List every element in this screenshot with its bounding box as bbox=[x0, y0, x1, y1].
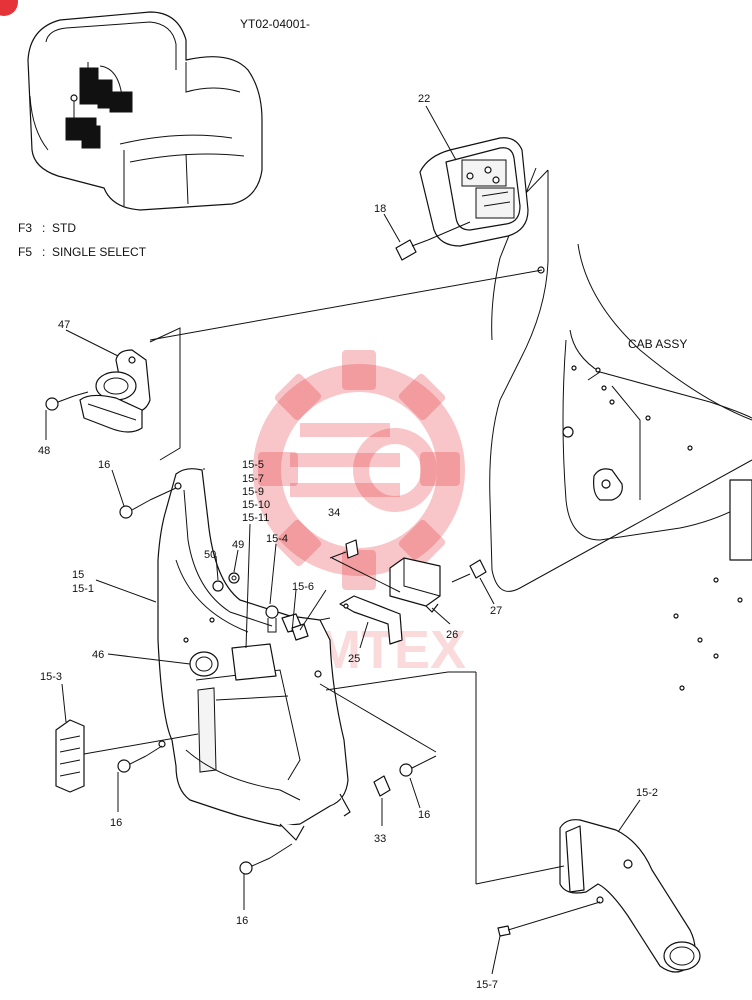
callout-label: 25 bbox=[348, 653, 360, 665]
callout-label: 16 bbox=[418, 809, 430, 821]
inset-cab-overview bbox=[27, 11, 263, 211]
callout-label: 46 bbox=[92, 649, 104, 661]
callout-label: 16 bbox=[110, 817, 122, 829]
clip-part bbox=[373, 775, 391, 797]
callout-label: 50 bbox=[204, 549, 216, 561]
svg-text::: : bbox=[42, 221, 45, 235]
callout-label: 16 bbox=[236, 915, 248, 927]
callout-label: 15-5 bbox=[242, 459, 264, 471]
note-key: F3 bbox=[18, 221, 32, 235]
screw-part bbox=[45, 395, 75, 411]
callout-label: 49 bbox=[232, 539, 244, 551]
note-text: SINGLE SELECT bbox=[52, 245, 147, 259]
svg-text::: : bbox=[42, 245, 45, 259]
bolt-part bbox=[329, 539, 359, 559]
screw-part bbox=[395, 239, 429, 261]
callout-label: 15-9 bbox=[242, 486, 264, 498]
callout-label: 15-11 bbox=[242, 512, 269, 524]
vent-grille-part bbox=[55, 719, 85, 793]
note-key: F5 bbox=[18, 245, 32, 259]
screw-part bbox=[497, 901, 601, 937]
callout-label: 34 bbox=[328, 507, 340, 519]
note-text: STD bbox=[52, 221, 76, 235]
callout-label: 15-4 bbox=[266, 533, 288, 545]
callout-label: 16 bbox=[98, 459, 110, 471]
callout-label: 15-6 bbox=[292, 581, 314, 593]
callout-label: 27 bbox=[490, 605, 502, 617]
screw-part bbox=[117, 755, 147, 773]
side-panel-part bbox=[157, 468, 351, 841]
cab-assy-label: CAB ASSY bbox=[628, 337, 687, 351]
callout-label: 22 bbox=[418, 93, 430, 105]
callout-label: 47 bbox=[58, 319, 70, 331]
cab-assy-wall bbox=[489, 167, 752, 691]
notes-block: F3 : STD F5 : SINGLE SELECT bbox=[18, 221, 147, 259]
callout-label: 26 bbox=[446, 629, 458, 641]
corner-badge-icon bbox=[0, 0, 18, 16]
bolt-part bbox=[451, 559, 487, 583]
callout-label: 15-7 bbox=[242, 473, 264, 485]
bracket-part bbox=[339, 595, 403, 645]
diagram-code: YT02-04001- bbox=[240, 17, 310, 31]
callout-label: 18 bbox=[374, 203, 386, 215]
cup-holder-part bbox=[79, 327, 181, 461]
callout-label: 15-3 bbox=[40, 671, 62, 683]
callout-label: 15-2 bbox=[636, 787, 658, 799]
screw-part bbox=[399, 755, 437, 777]
callout-label: 48 bbox=[38, 445, 50, 457]
watermark-gear-icon bbox=[253, 350, 465, 590]
screw-part bbox=[239, 857, 271, 875]
switch-panel-part bbox=[419, 137, 529, 247]
air-duct-part bbox=[559, 819, 701, 973]
callout-label: 33 bbox=[374, 833, 386, 845]
callout-label: 15-7 bbox=[476, 979, 498, 991]
screw-part bbox=[119, 499, 151, 519]
callout-label: 15-10 bbox=[242, 499, 270, 511]
callout-label: 15-1 bbox=[72, 583, 94, 595]
callout-label: 15 bbox=[72, 569, 84, 581]
relay-box-part bbox=[389, 557, 441, 613]
